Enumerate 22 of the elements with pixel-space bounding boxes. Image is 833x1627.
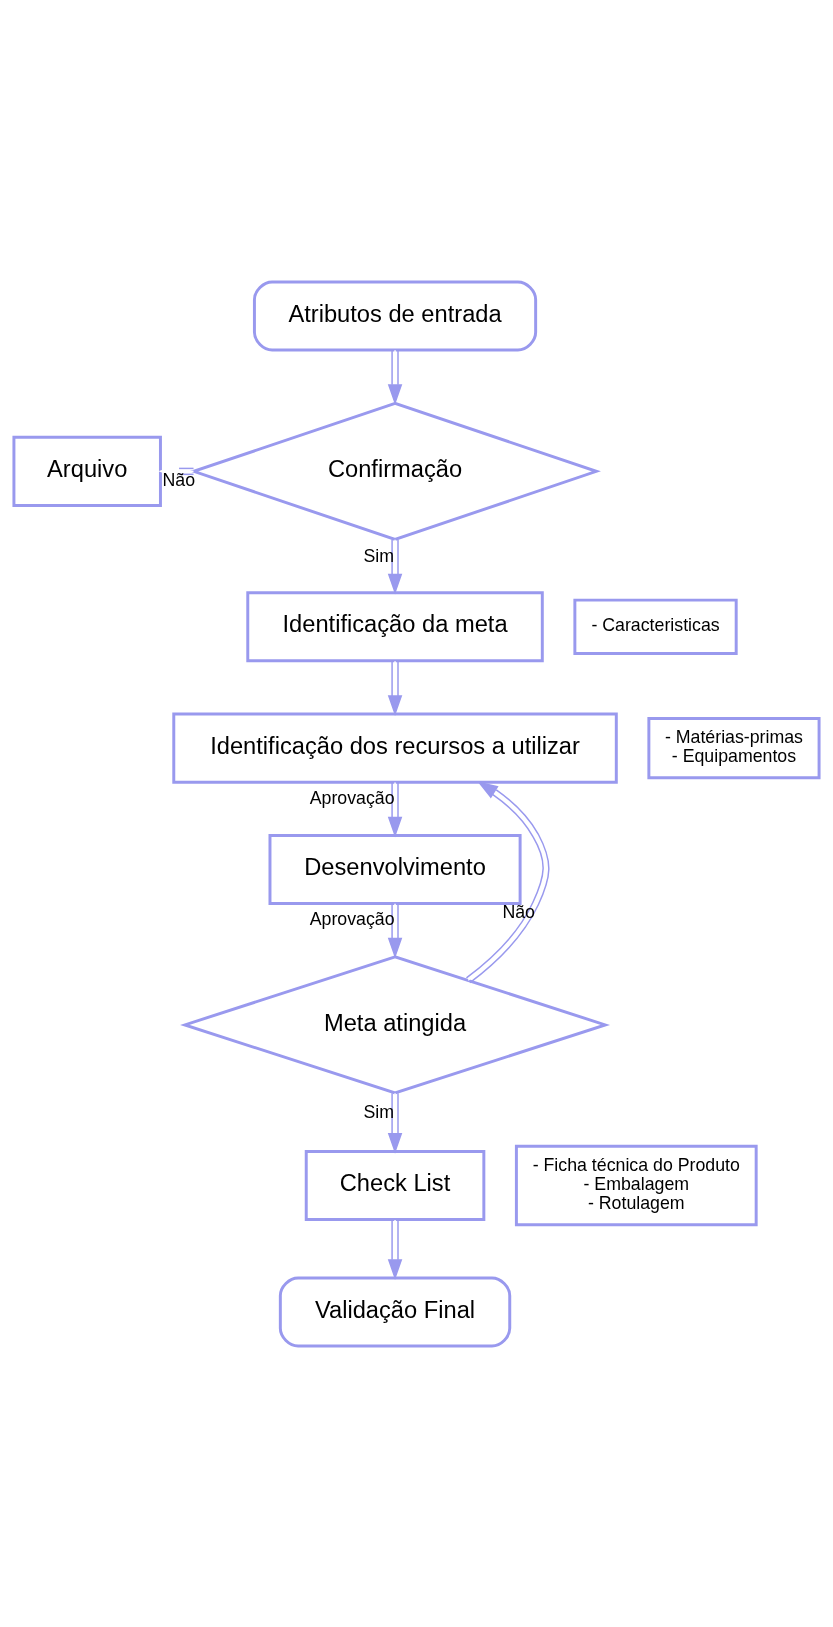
node-label: - Embalagem: [583, 1173, 690, 1194]
node-box: Check List: [304, 1149, 486, 1221]
arrow: [387, 660, 403, 716]
edge-label: Aprovação: [309, 787, 395, 808]
arrow: [387, 902, 403, 959]
node-box: Identificação da meta: [246, 590, 544, 662]
arrow: [465, 780, 550, 983]
arrow: [387, 348, 403, 405]
edge-label: Sim: [363, 1101, 395, 1122]
node-box: Arquivo: [12, 435, 162, 507]
edge-label: Sim: [363, 545, 395, 566]
node-box: Desenvolvimento: [268, 833, 522, 905]
arrow: [387, 1218, 403, 1280]
node-box: Identificação dos recursos a utilizar: [172, 712, 618, 784]
arrow: [387, 781, 403, 837]
node-label: - Matérias-primas: [664, 726, 804, 747]
edge-label: Aprovação: [309, 908, 395, 929]
node-label: - Caracteristicas: [591, 614, 720, 635]
node-label: - Ficha técnica do Produto: [532, 1154, 740, 1175]
node-diamond: Meta atingida: [180, 954, 610, 1095]
node-box: Atributos de entrada: [252, 279, 538, 351]
node-box: Validação Final: [278, 1276, 512, 1348]
